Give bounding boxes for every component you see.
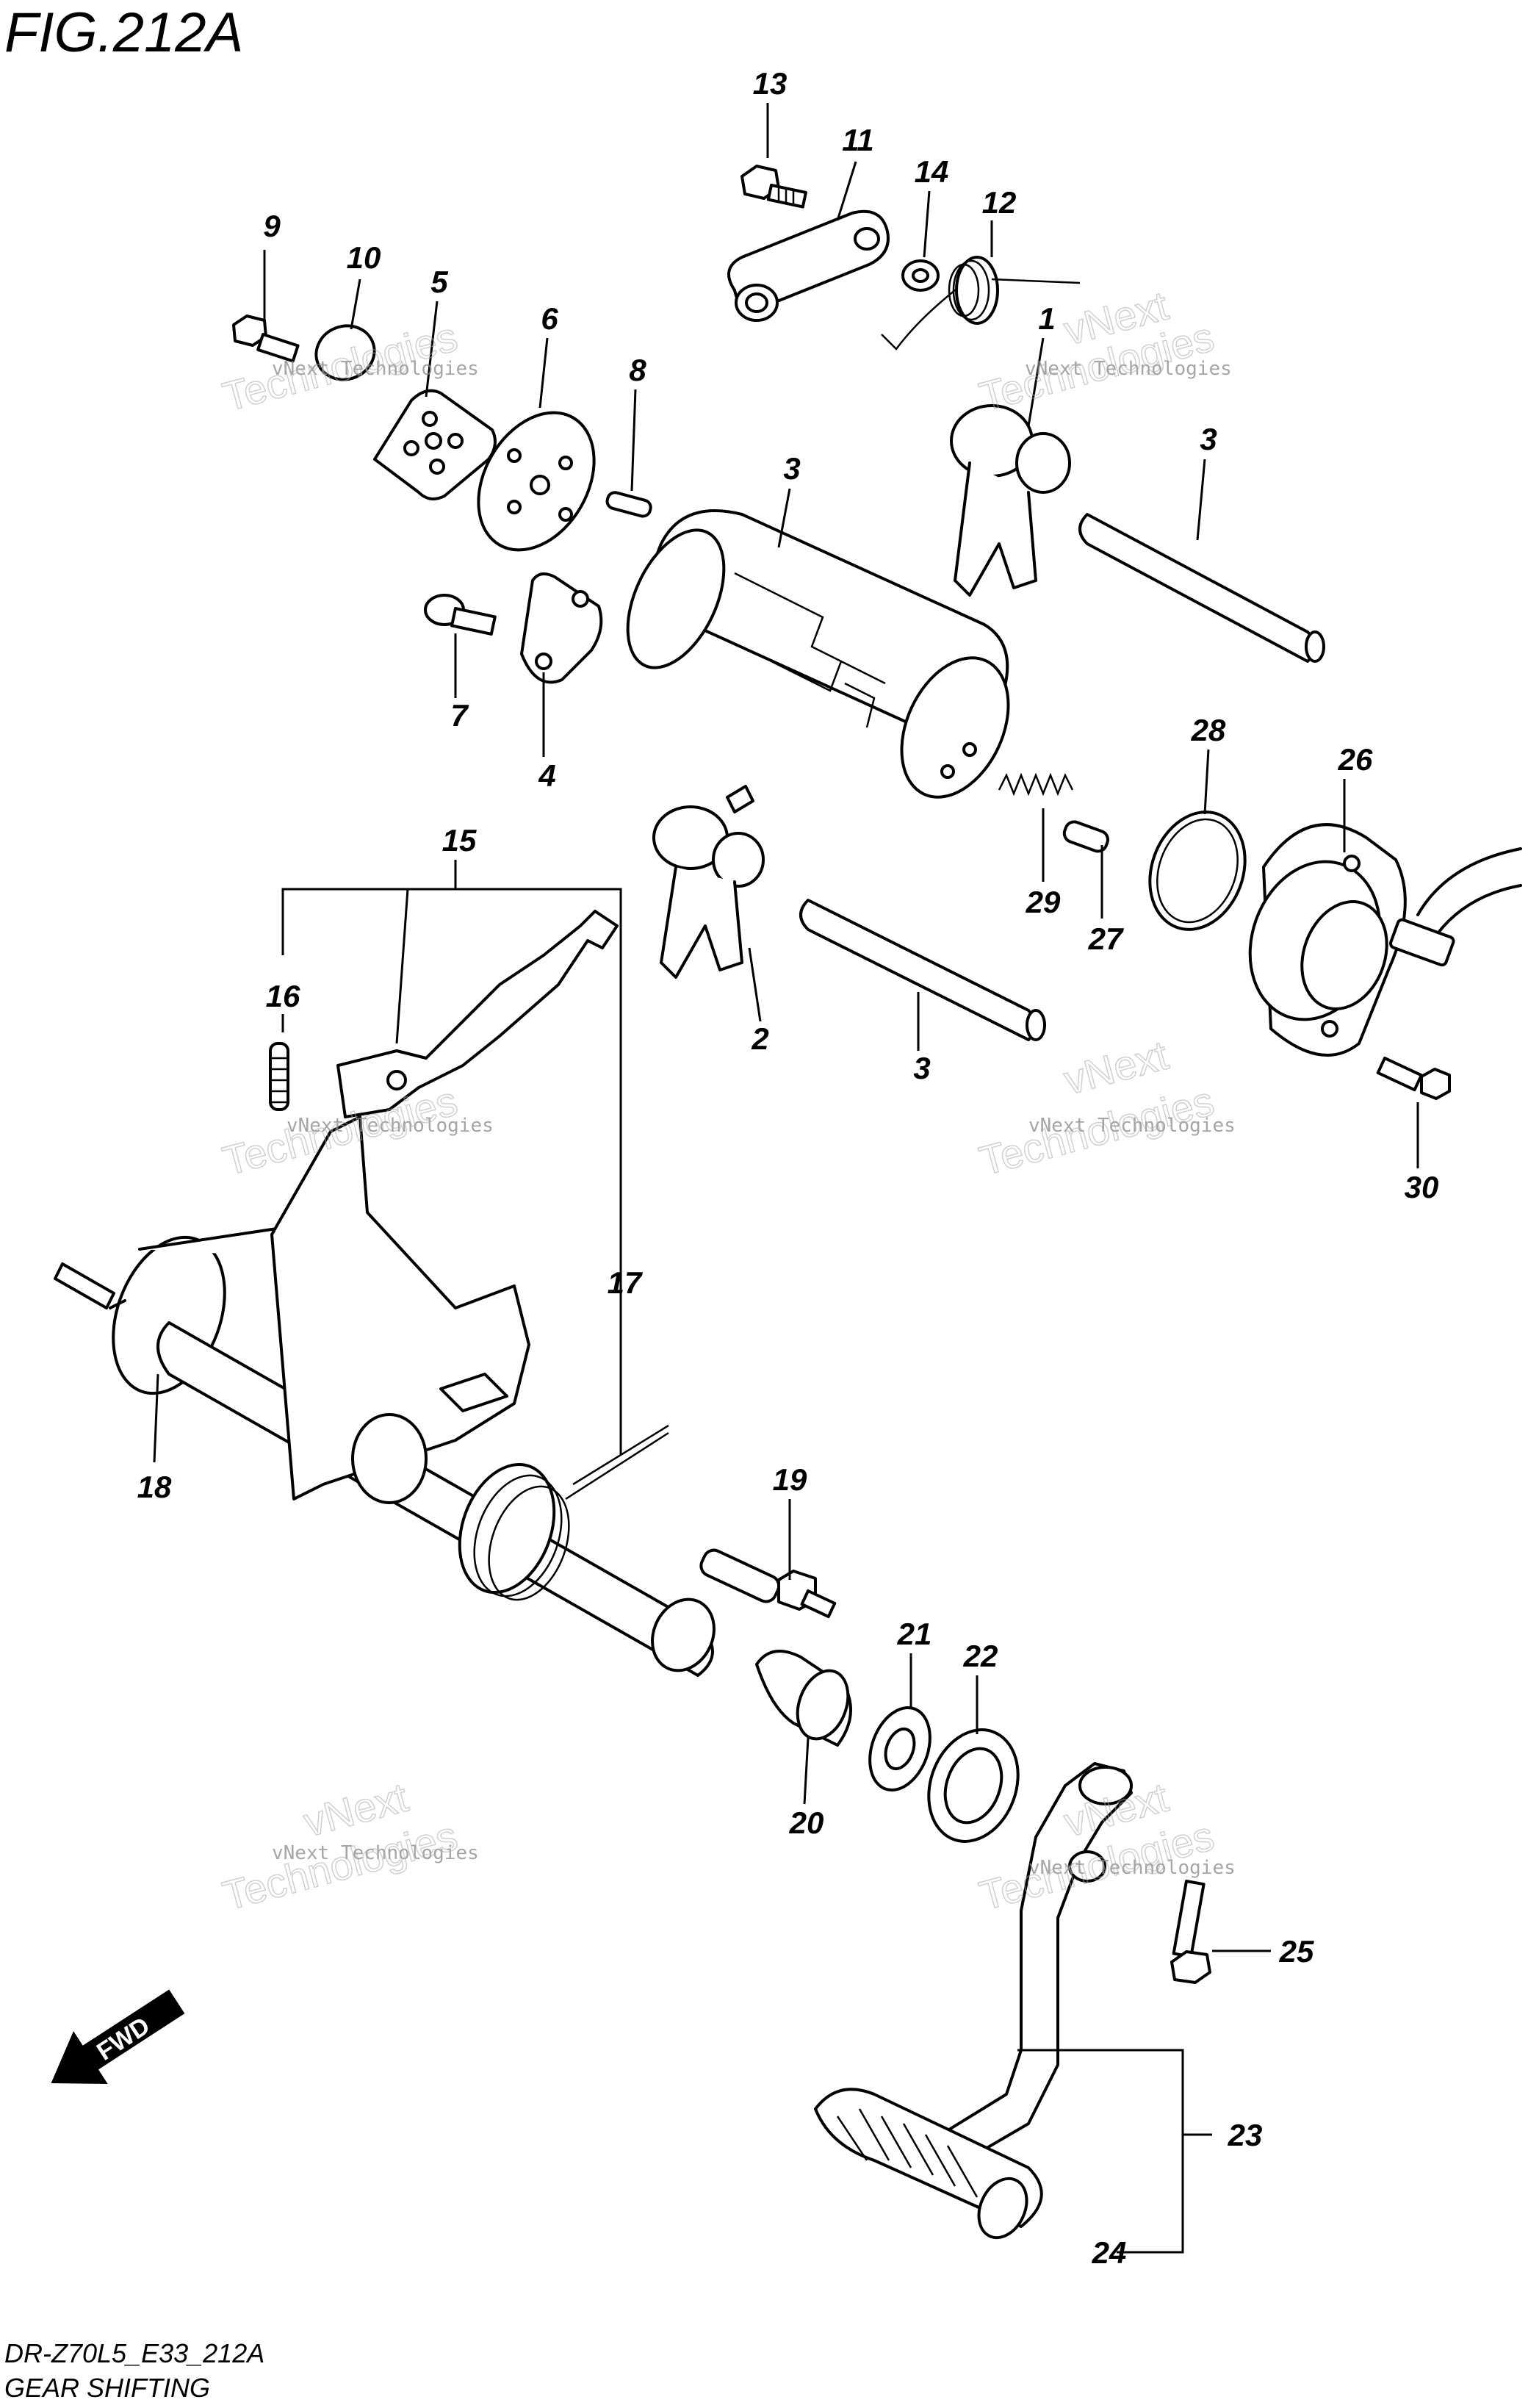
part-14-bolt	[740, 165, 807, 209]
watermark-group-2: vNext Technologies Technologies vNext	[974, 281, 1232, 421]
callout-25: 24	[1092, 2235, 1127, 2270]
part-15-washer	[901, 259, 940, 292]
callout-5: 4	[538, 758, 555, 793]
part-9-pin	[605, 491, 652, 518]
svg-text:vNext Technologies: vNext Technologies	[1025, 358, 1232, 380]
callout-21: 20	[789, 1805, 824, 1840]
part-26-bolt	[1170, 1880, 1211, 1984]
callout-20: 19	[773, 1462, 807, 1497]
part-11-plate	[314, 324, 376, 381]
leader-lines	[153, 103, 1419, 2254]
figure-code: DR-Z70L5_E33_212A	[4, 2338, 264, 2368]
part-29-o-ring	[1148, 811, 1247, 931]
part-13-spring	[881, 256, 1081, 351]
part-20-pin-bolt	[699, 1548, 837, 1619]
callout-8: 7	[450, 698, 469, 733]
callout-labels: 13 11 14 12 9 10 5 6 8 3 1 3 7 4 28 26 2…	[137, 66, 1439, 2270]
part-7-cam-disc	[477, 411, 596, 552]
callout-6: 5	[430, 265, 448, 299]
callout-31: 30	[1405, 1170, 1439, 1204]
callout-3-upper: 3	[1200, 422, 1217, 456]
svg-text:vNext Technologies: vNext Technologies	[1028, 1857, 1236, 1879]
callout-22: 21	[897, 1617, 932, 1651]
figure-name: GEAR SHIFTING	[4, 2373, 210, 2403]
callout-3-lower: 3	[913, 1051, 930, 1085]
callout-18: 17	[608, 1265, 643, 1300]
part-8-screw	[424, 594, 497, 636]
svg-text:vNext Technologies: vNext Technologies	[1028, 1115, 1236, 1137]
part-4-shift-drum	[626, 509, 1010, 799]
callout-29: 28	[1191, 713, 1226, 747]
callout-16: 15	[442, 823, 477, 858]
fwd-direction-arrow: FWD	[51, 1989, 185, 2084]
callout-15: 14	[915, 154, 949, 189]
part-31-bolt	[1376, 1057, 1451, 1100]
part-6-stopper-plate	[373, 389, 497, 500]
part-16-shift-arm	[336, 910, 619, 1118]
callout-2: 2	[751, 1021, 768, 1056]
callout-19: 18	[137, 1470, 172, 1504]
part-10-bolt	[232, 315, 300, 363]
callout-28: 27	[1088, 921, 1124, 956]
callout-26: 25	[1279, 1934, 1314, 1969]
callout-17: 16	[266, 979, 300, 1013]
callout-9: 8	[629, 353, 646, 387]
callout-13: 12	[982, 185, 1017, 220]
part-24-gearshift-lever	[909, 1762, 1133, 2177]
part-21-bush	[755, 1650, 852, 1747]
part-18-shift-arm-plate	[270, 1115, 669, 1601]
callout-30: 29	[1026, 885, 1061, 919]
callout-23: 22	[963, 1639, 998, 1673]
part-5-stopper	[520, 572, 603, 684]
watermark-group-5: vNext Technologies Technologies vNext	[217, 1773, 479, 1920]
svg-text:vNext Technologies: vNext Technologies	[286, 1115, 494, 1137]
callout-11: 10	[347, 240, 381, 275]
part-2-shift-fork	[652, 785, 765, 979]
part-22-washer	[868, 1706, 931, 1792]
callout-1: 1	[1038, 301, 1055, 336]
part-30-spring	[998, 772, 1074, 797]
callout-10: 9	[263, 209, 281, 243]
part-25-lever-rubber	[814, 2088, 1043, 2240]
part-27-neutral-switch	[1248, 823, 1522, 1057]
callout-14: 13	[753, 66, 788, 101]
part-28-neutral-pin	[1062, 820, 1110, 853]
part-3-fork-shaft-lower	[799, 899, 1046, 1041]
callout-7: 6	[541, 301, 558, 336]
callout-24: 23	[1228, 2118, 1263, 2152]
callout-12: 11	[842, 123, 874, 157]
part-3-fork-shaft-upper	[1078, 513, 1325, 663]
figure-title: FIG.212A	[4, 1, 243, 64]
part-1-shift-fork	[950, 404, 1071, 597]
svg-text:vNext Technologies: vNext Technologies	[272, 358, 479, 380]
svg-text:vNext Technologies: vNext Technologies	[272, 1842, 479, 1864]
callout-27: 26	[1338, 742, 1373, 777]
part-23-oil-seal	[927, 1728, 1020, 1843]
part-17-spring	[269, 1042, 289, 1111]
callout-4: 3	[783, 451, 800, 486]
watermark-group-4: vNext Technologies Technologies vNext	[974, 1031, 1236, 1185]
part-12-lever	[727, 209, 890, 322]
